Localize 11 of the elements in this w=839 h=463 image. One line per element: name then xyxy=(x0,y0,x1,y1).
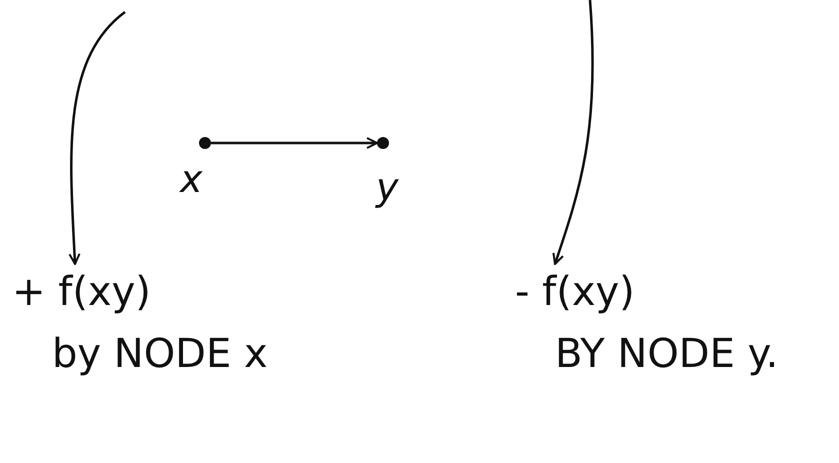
arrow xyxy=(68,11,126,265)
arrow xyxy=(211,137,378,149)
node-label: x xyxy=(180,160,202,198)
note-text: BY NODE y. xyxy=(554,330,778,378)
node-label: y xyxy=(376,168,398,206)
formula-text: + f(xy) xyxy=(12,268,152,316)
node-dot xyxy=(377,137,389,149)
note-text: by NODE x xyxy=(51,330,268,378)
arrow xyxy=(552,0,594,265)
node-dot xyxy=(199,137,211,149)
formula-text: - f(xy) xyxy=(515,268,636,316)
